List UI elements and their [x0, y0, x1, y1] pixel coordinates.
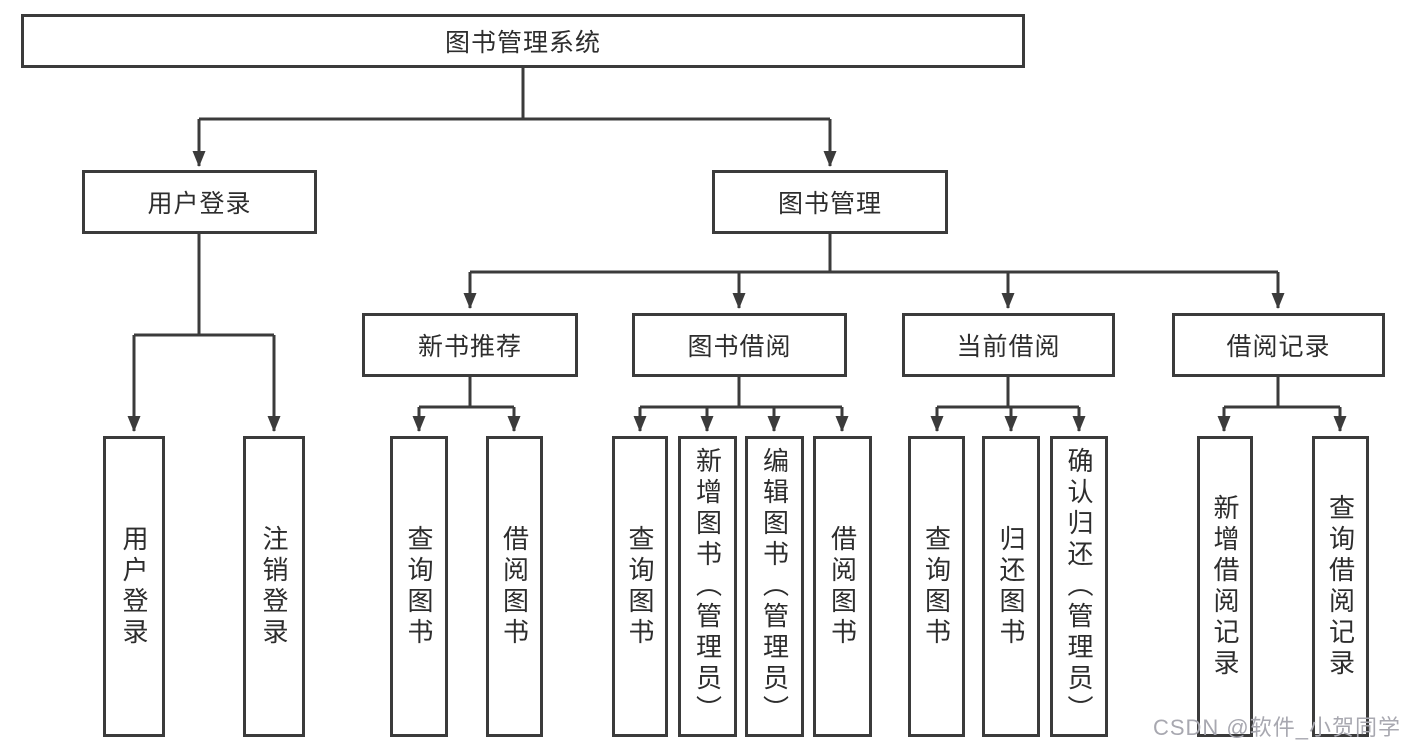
- leaf-add-books-admin: 新增图书（管理员）: [678, 436, 737, 737]
- csdn-watermark: CSDN @软件_小贺同学: [1152, 715, 1401, 740]
- connector-borrow-record-branch: [1217, 377, 1347, 432]
- connector-new-book-branch: [412, 377, 521, 432]
- node-book-borrowing: 图书借阅: [632, 313, 847, 377]
- leaf-add-borrow-record: 新增借阅记录: [1197, 436, 1253, 737]
- node-user-login: 用户登录: [82, 170, 317, 234]
- leaf-query-books-recommend: 查询图书: [390, 436, 448, 737]
- connector-book-borrow-branch: [633, 377, 849, 432]
- node-borrowing-records: 借阅记录: [1172, 313, 1385, 377]
- leaf-confirm-return-admin: 确认归还（管理员）: [1050, 436, 1108, 737]
- leaf-edit-books-admin: 编辑图书（管理员）: [745, 436, 804, 737]
- connector-user-login-branch: [127, 234, 281, 432]
- leaf-query-borrow-record: 查询借阅记录: [1312, 436, 1369, 737]
- connector-root-to-level2: [192, 68, 837, 167]
- connector-book-mgmt-branch: [463, 234, 1285, 309]
- node-current-borrowing: 当前借阅: [902, 313, 1115, 377]
- leaf-return-books: 归还图书: [982, 436, 1040, 737]
- leaf-query-books-borrow: 查询图书: [612, 436, 668, 737]
- leaf-user-login: 用户登录: [103, 436, 165, 737]
- node-book-management: 图书管理: [712, 170, 948, 234]
- leaf-borrow-books: 借阅图书: [813, 436, 872, 737]
- leaf-query-books-current: 查询图书: [908, 436, 965, 737]
- connector-current-borrow-branch: [930, 377, 1086, 432]
- leaf-borrow-books-recommend: 借阅图书: [486, 436, 543, 737]
- node-new-book-recommendation: 新书推荐: [362, 313, 578, 377]
- node-root-system: 图书管理系统: [21, 14, 1025, 68]
- leaf-logout: 注销登录: [243, 436, 305, 737]
